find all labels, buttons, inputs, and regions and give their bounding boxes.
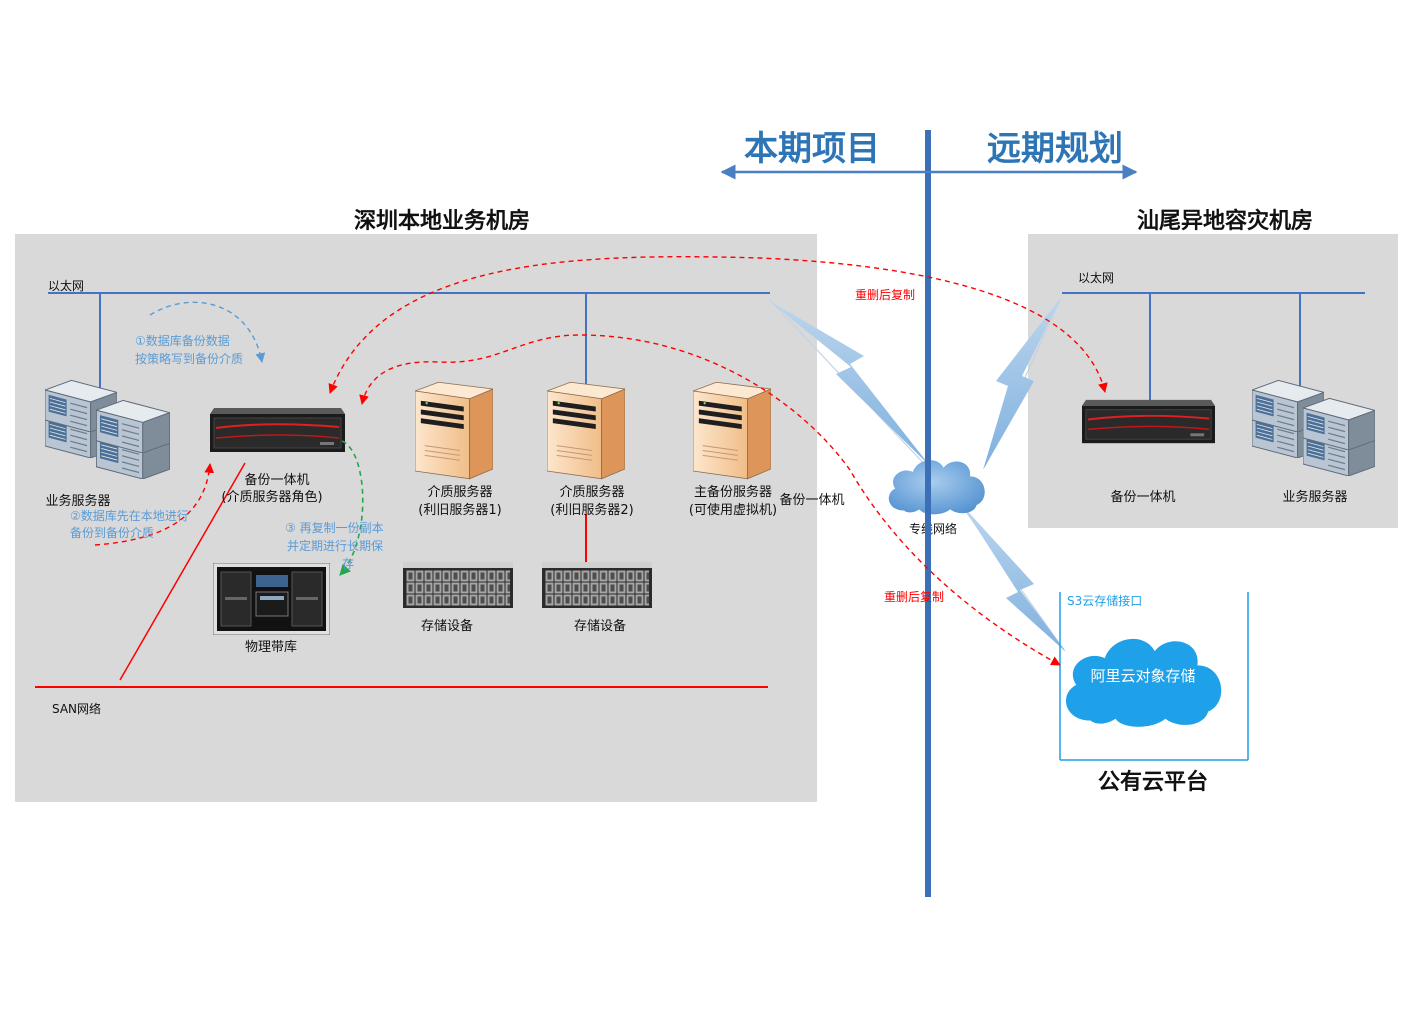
storage-device-2-icon (542, 562, 652, 608)
private-line-label: 专线网络 (909, 521, 957, 536)
private-line-cloud-icon (888, 460, 985, 515)
public-cloud-title: 公有云平台 (1098, 769, 1208, 795)
annotation-step-2: ②数据库先在本地进行 备份到备份介质 (70, 508, 189, 540)
tape-library-label: 物理带库 (245, 639, 297, 655)
annotation-step-3-line-2: 并定期进行长期保 (287, 538, 383, 553)
media-server-1-icon (415, 381, 493, 480)
annotation-step-3-line-1: ③ 再复制一份副本 (285, 521, 384, 535)
local-ethernet (48, 292, 770, 400)
local-backup-arrow (94, 463, 215, 546)
remote-room-area (1028, 234, 1398, 528)
annotation-step-3-line-3: 存 (342, 557, 354, 571)
backup-appliance-icon (210, 408, 345, 452)
business-servers-label: 业务服务器 (45, 493, 110, 509)
annotation-step-2-line-2: 备份到备份介质 (70, 526, 154, 540)
replication-to-cloud-arrow (359, 334, 1061, 666)
local-room-title: 深圳本地业务机房 (354, 208, 530, 234)
storage-device-2-label: 存储设备 (574, 618, 626, 634)
master-server-icon (693, 381, 771, 480)
overlap-appliance-label: 备份一体机 (779, 492, 844, 508)
local-ethernet-label: 以太网 (48, 278, 84, 293)
remote-business-servers-label: 业务服务器 (1282, 489, 1347, 505)
replication-remote-label: 重删后复制 (855, 288, 915, 302)
remote-backup-appliance-label: 备份一体机 (1110, 489, 1175, 505)
annotation-step-3: ③ 再复制一份副本 并定期进行长期保 存 (285, 521, 384, 571)
media-server-1-note: (利旧服务器1) (418, 502, 501, 518)
annotation-step-1-line-1: ①数据库备份数据 (135, 333, 230, 348)
remote-ethernet (1062, 292, 1365, 400)
object-storage-label: 阿里云对象存储 (1090, 667, 1195, 685)
remote-backup-appliance-icon (1082, 398, 1215, 445)
media-server-2-icon (547, 381, 625, 480)
s3-interface-label: S3云存储接口 (1067, 593, 1142, 608)
master-server-note: (可使用虚拟机) (689, 502, 777, 518)
media-server-2-note: (利旧服务器2) (550, 502, 633, 518)
master-server-label: 主备份服务器 (694, 484, 772, 500)
future-phase-title: 远期规划 (987, 129, 1123, 169)
media-server-1-label: 介质服务器 (427, 484, 492, 500)
replication-to-remote-arrow (328, 256, 1108, 394)
san-label: SAN网络 (52, 701, 101, 716)
storage-device-1-label: 存储设备 (421, 618, 473, 634)
remote-ethernet-label: 以太网 (1078, 270, 1114, 285)
replication-cloud-label: 重删后复制 (884, 590, 944, 604)
current-phase-title: 本期项目 (744, 129, 880, 169)
storage-device-1-icon (403, 562, 513, 608)
tape-library-icon (213, 563, 330, 635)
annotation-step-1-line-2: 按策略写到备份介质 (135, 351, 243, 366)
remote-room-title: 汕尾异地容灾机房 (1137, 208, 1313, 234)
annotation-step-1: ①数据库备份数据 按策略写到备份介质 (135, 333, 243, 366)
annotation-step-2-line-1: ②数据库先在本地进行 (70, 508, 189, 523)
tape-copy-arrow (339, 440, 364, 576)
backup-appliance-role: (介质服务器角色) (221, 489, 322, 505)
backup-appliance-label: 备份一体机 (244, 472, 309, 488)
san-link-appliance (119, 462, 246, 681)
media-server-2-label: 介质服务器 (559, 484, 624, 500)
